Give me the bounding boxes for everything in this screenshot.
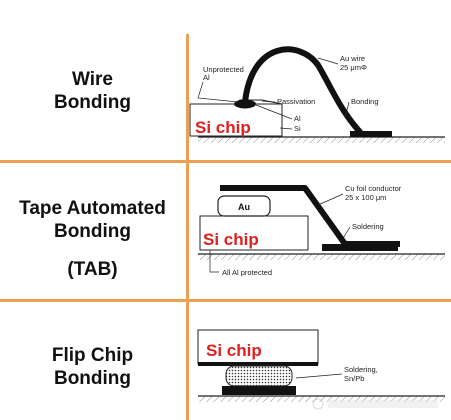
wire-si-leader — [279, 127, 293, 130]
watermark-logo — [312, 398, 438, 410]
tab-bonding-abbr: (TAB) — [67, 259, 118, 280]
flip-solder-bumps — [225, 365, 293, 387]
divider-wire-tab — [0, 160, 451, 163]
tab-bonding-title-line1: Tape Automated — [19, 198, 166, 219]
au-wire — [242, 46, 363, 135]
wire-chip-label: Si chip — [195, 118, 251, 137]
flip-substrate-hatch — [198, 396, 445, 402]
tab-diagram: Au Si chip Cu foil conductor 25 x 100 μm… — [198, 184, 445, 277]
flip-soldering-label-1: Soldering, — [344, 365, 378, 374]
wire-bonding-title-line1: Wire — [71, 69, 113, 90]
passivation-label: Passivation — [277, 97, 315, 106]
wire-bonding-title-line2: Bonding — [53, 92, 132, 113]
cu-foil-label-2: 25 x 100 μm — [345, 193, 386, 202]
au-wire-label-1: Au wire — [340, 54, 365, 63]
wire-bonding-diagram: Si chip Unprotected Al Au wire 25 μmΦ Pa… — [189, 46, 445, 143]
flip-soldering-label-2: Sn/Pb — [344, 374, 364, 383]
tab-bonding-title: Tape Automated Bonding (TAB) — [0, 197, 185, 281]
flip-chip-face — [198, 362, 318, 366]
tab-soldering-label: Soldering — [352, 222, 384, 231]
tab-solder-pad — [322, 244, 398, 251]
wire-bonding-leader — [344, 101, 350, 119]
wire-bonding-pad-label: Bonding — [351, 97, 379, 106]
al-protected-leader — [209, 250, 219, 273]
tab-soldering-leader — [339, 226, 351, 244]
cu-foil-leader — [317, 193, 344, 206]
tab-chip-label: Si chip — [203, 230, 259, 249]
al-protected-label: All Al protected — [222, 268, 272, 277]
flip-chip-diagram: Si chip Soldering, Sn/Pb — [197, 329, 445, 402]
wire-substrate-hatch — [198, 137, 445, 143]
tab-si-chip — [199, 215, 309, 251]
wire-al-label: Al — [294, 114, 301, 123]
tab-au-label: Au — [238, 202, 250, 212]
flip-soldering-leader — [295, 373, 343, 379]
wire-bonding-pad — [350, 131, 392, 137]
wire-unprotected-label-1: Unprotected — [203, 65, 244, 74]
tab-au-bump — [217, 195, 271, 217]
wire-unprotected-leader — [197, 81, 239, 103]
cu-foil-label-1: Cu foil conductor — [345, 184, 402, 193]
tab-bonding-title-line2: Bonding — [53, 221, 132, 242]
flip-chip-label: Si chip — [206, 341, 262, 360]
wire-bonding-title: Wire Bonding — [0, 68, 185, 114]
au-wire-leader — [317, 57, 339, 65]
wire-si-label: Si — [294, 124, 301, 133]
au-wire-label-2: 25 μmΦ — [340, 63, 367, 72]
vertical-divider — [186, 34, 189, 420]
flip-chip-title-line2: Bonding — [53, 368, 132, 389]
tab-substrate-hatch — [198, 254, 445, 260]
wire-unprotected-label-2: Al — [203, 73, 210, 82]
wire-al-leader — [255, 104, 293, 120]
flip-bottom-pad — [222, 386, 296, 395]
passivation-leader — [261, 100, 276, 103]
flip-chip-title-line1: Flip Chip — [51, 345, 134, 366]
divider-tab-flip — [0, 299, 451, 302]
flip-chip-title: Flip Chip Bonding — [0, 344, 185, 390]
